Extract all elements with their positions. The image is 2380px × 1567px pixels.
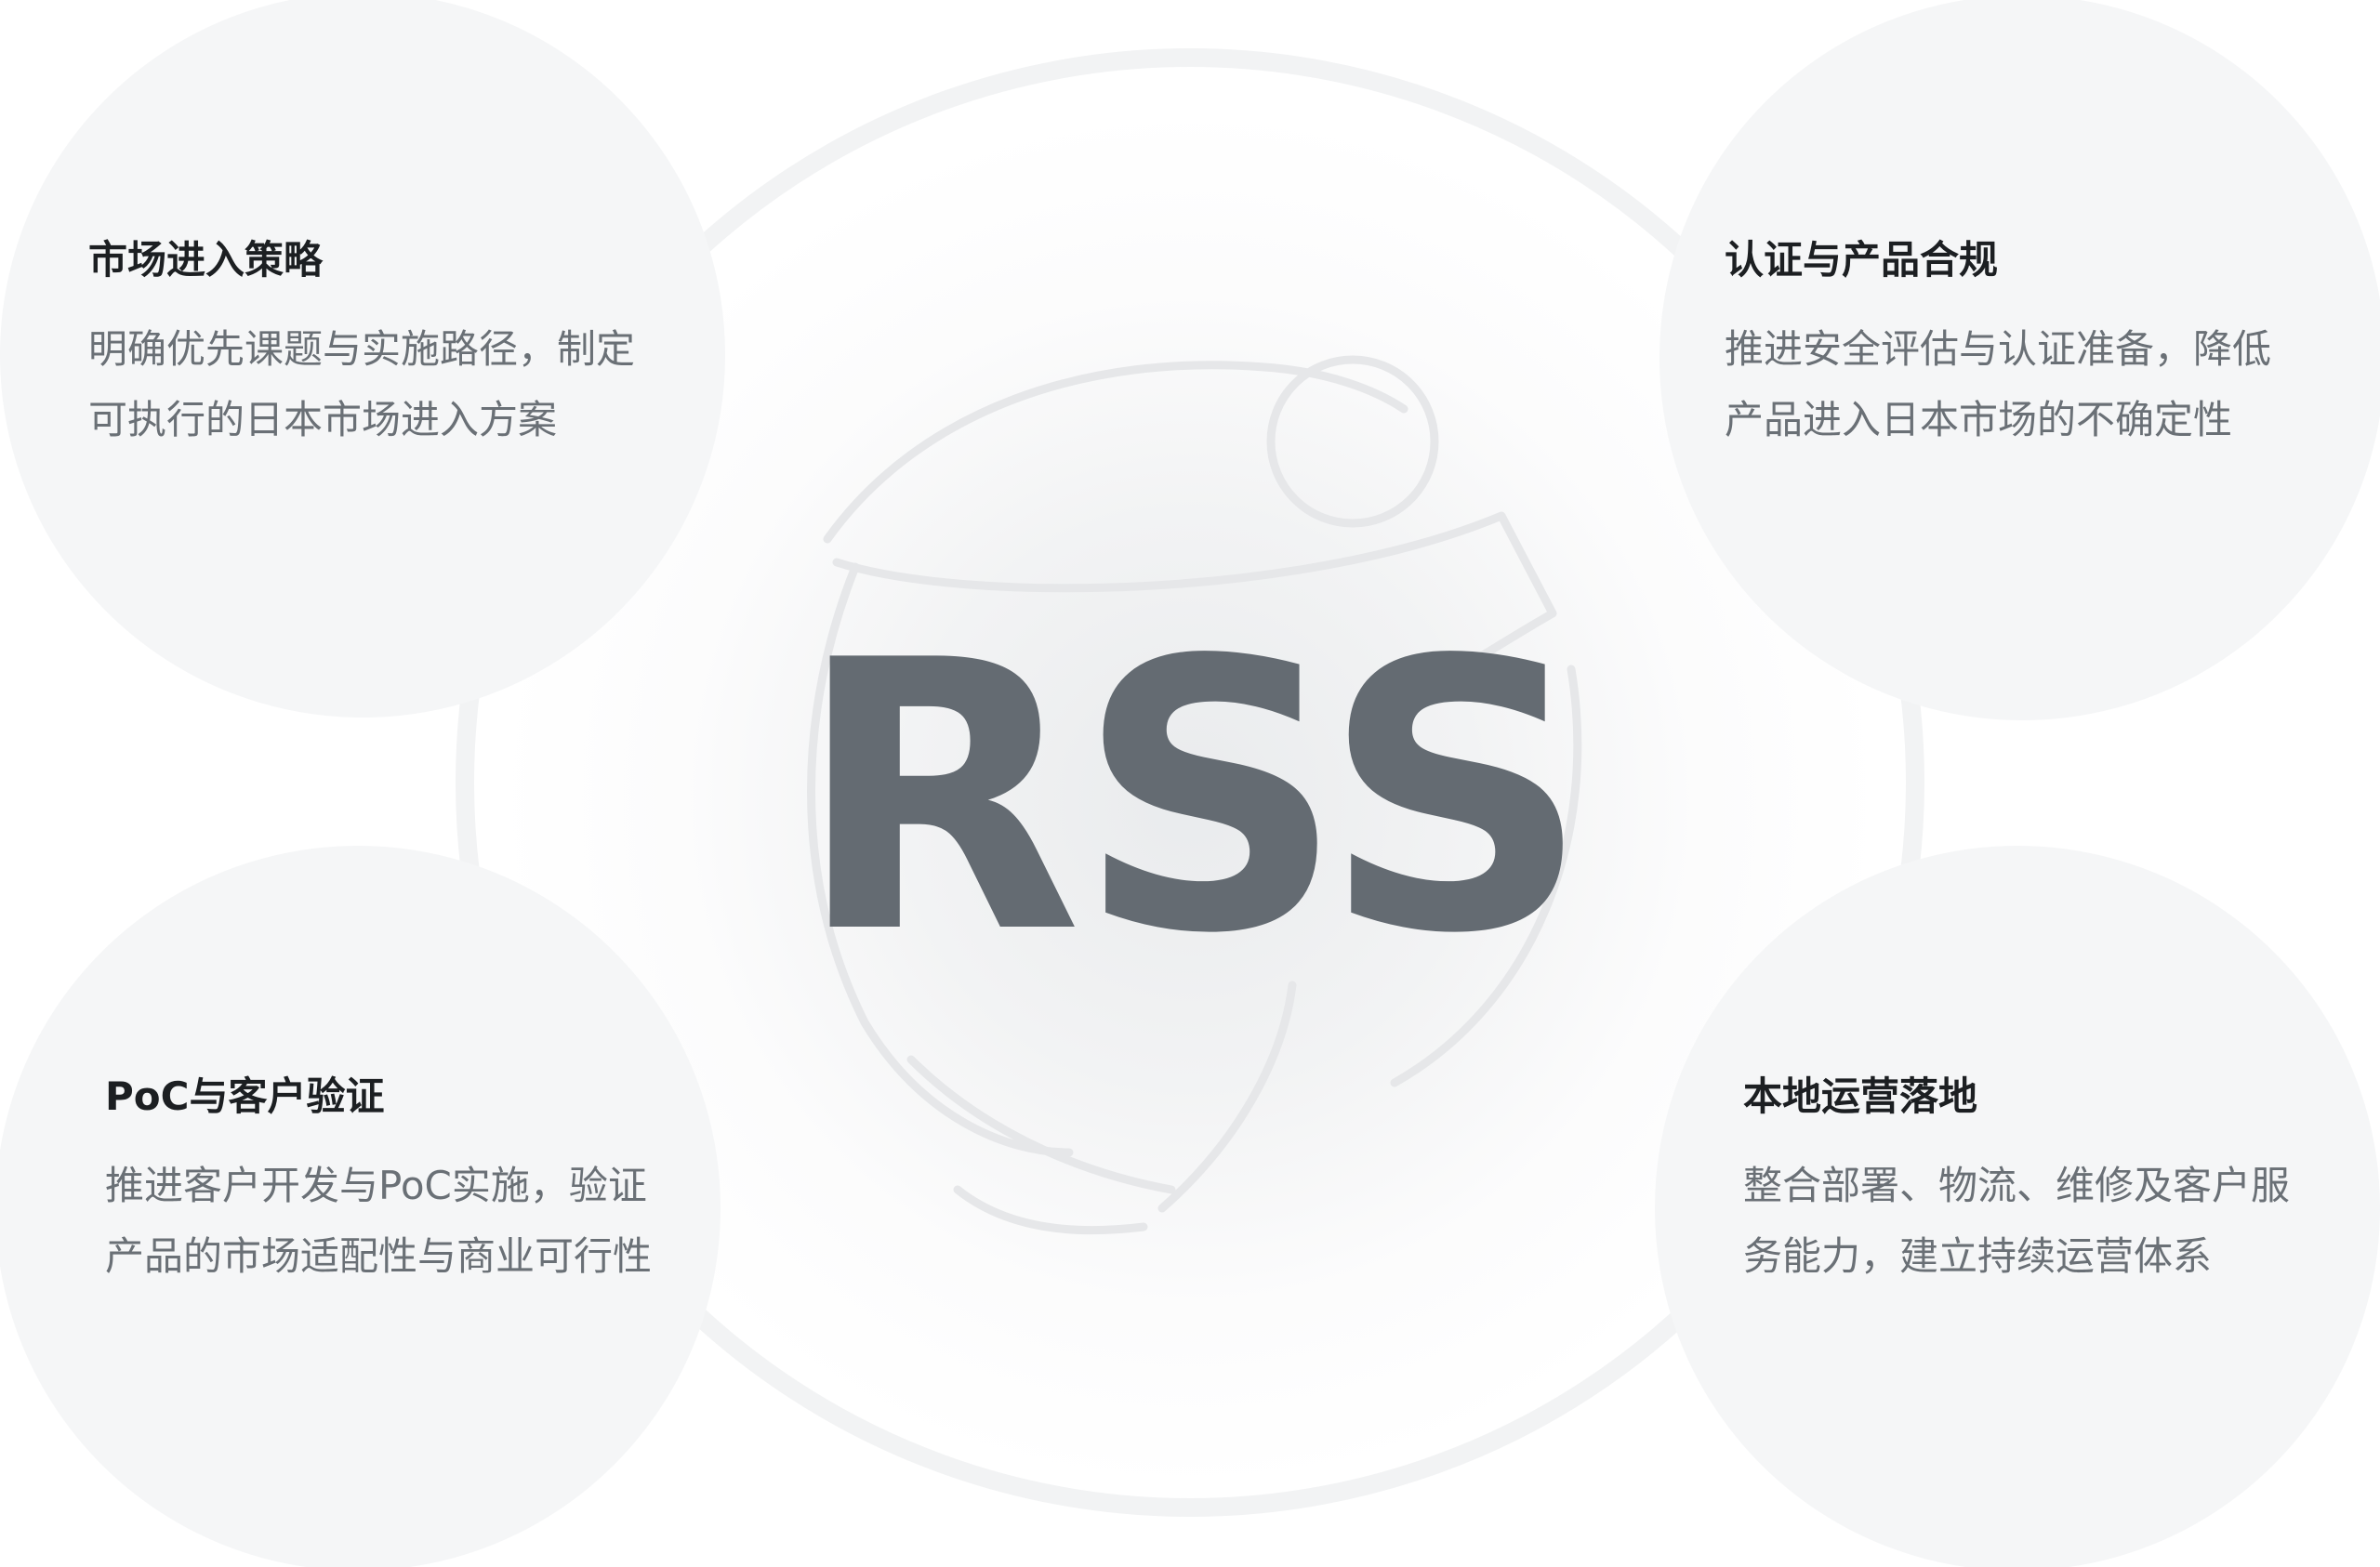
card-title: 市场进入策略 [88, 237, 324, 283]
bubble-bottom-right [1655, 846, 2380, 1567]
card-description: 推进安全评估与认证准备，降低 产品进入日本市场的不确定性 [1725, 314, 2320, 455]
bubble-bottom-left [0, 846, 721, 1567]
card-description: 明确优先课题与实施路径，制定 可执行的日本市场进入方案 [88, 314, 683, 455]
card-desc-line: 明确优先课题与实施路径，制定 [88, 326, 636, 372]
card-desc-line: 产品的市场适配性与商业可行性 [105, 1233, 653, 1279]
bubble-top-right [1659, 0, 2380, 720]
card-desc-line: 务能力，建立持续运营体系 [1743, 1233, 2213, 1279]
bubble-top-left [0, 0, 725, 718]
card-title: PoC与客户验证 [105, 1073, 385, 1119]
card-description: 推进客户开发与PoC实施，验证 产品的市场适配性与商业可行性 [105, 1151, 700, 1292]
card-desc-line: 推进客户开发与PoC实施，验证 [105, 1163, 647, 1208]
card-desc-line: 产品进入日本市场的不确定性 [1725, 397, 2233, 442]
card-description: 整合部署、物流、维修及客户服 务能力，建立持续运营体系 [1743, 1151, 2338, 1292]
card-desc-line: 可执行的日本市场进入方案 [88, 397, 558, 442]
card-poc-validation: PoC与客户验证 推进客户开发与PoC实施，验证 产品的市场适配性与商业可行性 [105, 1071, 700, 1292]
card-desc-line: 整合部署、物流、维修及客户服 [1743, 1163, 2291, 1208]
card-title: 认证与产品合规 [1725, 237, 1999, 283]
card-certification: 认证与产品合规 推进安全评估与认证准备，降低 产品进入日本市场的不确定性 [1725, 234, 2320, 455]
card-title: 本地运营落地 [1743, 1073, 1978, 1119]
brand-logo-text: RSS [795, 583, 1590, 1015]
card-desc-line: 推进安全评估与认证准备，降低 [1725, 326, 2272, 372]
card-local-operations: 本地运营落地 整合部署、物流、维修及客户服 务能力，建立持续运营体系 [1743, 1071, 2338, 1292]
card-market-entry: 市场进入策略 明确优先课题与实施路径，制定 可执行的日本市场进入方案 [88, 234, 683, 455]
